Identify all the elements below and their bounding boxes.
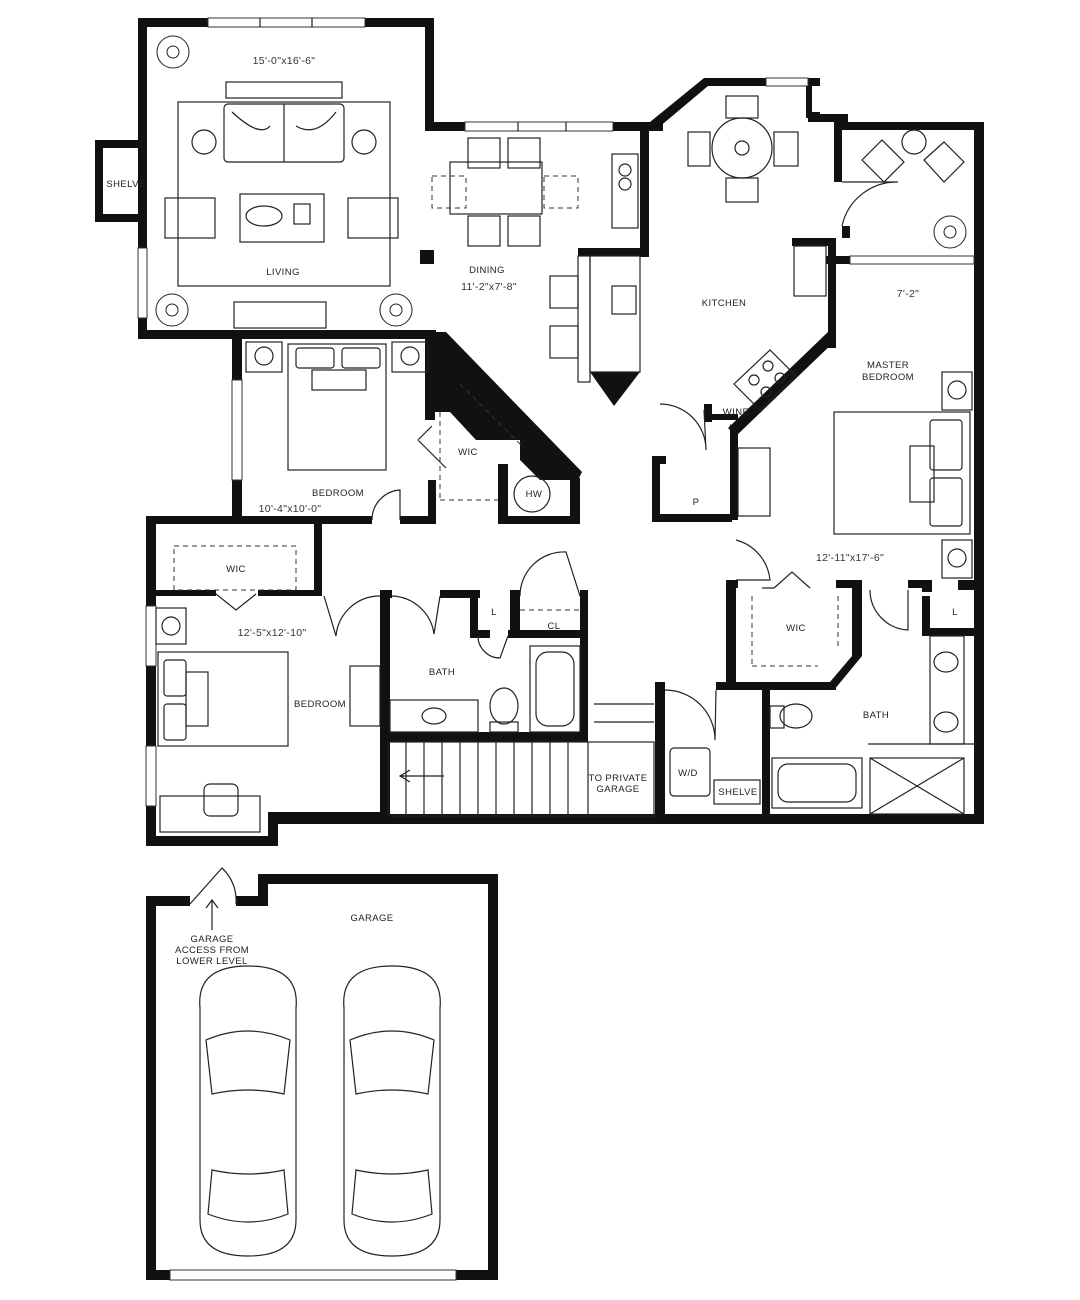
bath-1-label: BATH bbox=[429, 667, 455, 678]
stairs-label-line1: TO PRIVATE bbox=[589, 773, 648, 784]
bedroom-2-furniture bbox=[155, 545, 381, 833]
room-labels: 15'-0"x16'-6" LIVING SHELVE DINING 11'-2… bbox=[106, 55, 957, 967]
master-dimension: 12'-11"x17'-6" bbox=[816, 552, 884, 564]
bedroom-2-label: BEDROOM bbox=[294, 699, 346, 710]
garage-label: GARAGE bbox=[350, 913, 393, 924]
stairs bbox=[387, 703, 655, 817]
closet-label: CL bbox=[548, 621, 561, 632]
hw-label: HW bbox=[526, 489, 543, 500]
garage-access-line2: ACCESS FROM bbox=[175, 945, 249, 956]
pantry-label: P bbox=[693, 497, 700, 508]
wic-master-label: WIC bbox=[786, 623, 806, 634]
garage-access-line3: LOWER LEVEL bbox=[176, 956, 247, 967]
dining-dimension: 11'-2"x7'-8" bbox=[461, 281, 517, 293]
master-furniture bbox=[737, 371, 973, 667]
dining-label: DINING bbox=[469, 265, 505, 276]
living-dimension: 15'-0"x16'-6" bbox=[253, 55, 316, 67]
bedroom-1-furniture bbox=[245, 341, 429, 471]
bedroom-2-dimension: 12'-5"x12'-10" bbox=[238, 627, 307, 639]
kitchen-label: KITCHEN bbox=[702, 298, 747, 309]
laundry-label: W/D bbox=[678, 768, 698, 779]
windows bbox=[137, 17, 975, 1281]
bath-master-label: BATH bbox=[863, 710, 889, 721]
living-furniture bbox=[164, 81, 399, 329]
doors bbox=[189, 181, 909, 930]
bedroom-1-dimension: 10'-4"x10'-0" bbox=[259, 503, 322, 515]
linen-1-label: L bbox=[491, 607, 497, 618]
patio-dimension: 7'-2" bbox=[897, 288, 919, 300]
linen-2-label: L bbox=[952, 607, 958, 618]
bath-1-fixtures bbox=[389, 609, 581, 733]
garage-access-line1: GARAGE bbox=[190, 934, 233, 945]
bedroom-1-label: BEDROOM bbox=[312, 488, 364, 499]
wine-label: WINE bbox=[723, 407, 749, 418]
cars bbox=[199, 965, 441, 1257]
master-bath-fixtures bbox=[769, 635, 974, 815]
master-label-line1: MASTER bbox=[867, 360, 909, 371]
wic-hw bbox=[439, 383, 551, 513]
living-label: LIVING bbox=[266, 267, 300, 278]
dining-furniture bbox=[431, 137, 639, 247]
stairs-label-line2: GARAGE bbox=[596, 784, 639, 795]
shelve-laundry-label: SHELVE bbox=[718, 787, 757, 798]
shelve-left-label: SHELVE bbox=[106, 179, 145, 190]
walls bbox=[95, 18, 984, 1280]
kitchen-furniture bbox=[549, 95, 827, 411]
wic-1-label: WIC bbox=[458, 447, 478, 458]
patio-furniture bbox=[861, 129, 965, 183]
laundry-fixtures bbox=[669, 747, 761, 805]
wic-2-label: WIC bbox=[226, 564, 246, 575]
plants bbox=[155, 35, 967, 327]
master-label-line2: BEDROOM bbox=[862, 372, 914, 383]
